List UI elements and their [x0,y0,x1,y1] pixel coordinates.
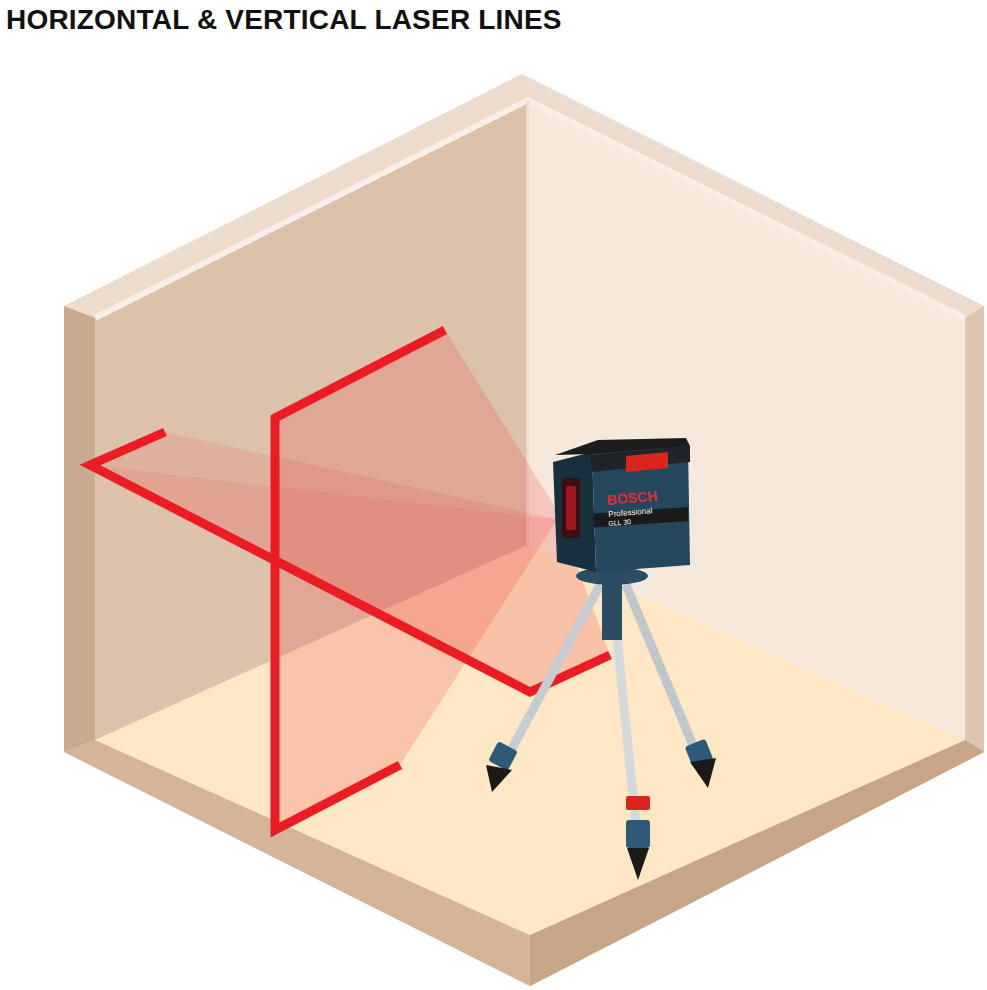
tripod-leg [503,585,600,765]
tripod-foot [486,765,512,792]
switch-label [626,452,668,472]
heading: HORIZONTAL & VERTICAL LASER LINES [6,4,562,36]
vertical-laser-line [275,330,445,830]
wall-edge [965,306,984,752]
laser-level [553,438,690,572]
wall-edge [64,306,95,752]
laser-window [566,486,576,530]
wall-rim [95,100,965,318]
device-base [594,507,688,528]
device-cap [590,446,690,472]
wall-shell [64,74,984,986]
horizontal-laser-line [90,432,610,692]
tripod [486,567,716,880]
tripod-column [602,580,622,640]
device-side [553,452,596,572]
laser-window [562,478,580,538]
tripod-leg [626,585,700,762]
tripod-foot-collar [626,820,650,848]
tripod-clip [626,796,650,810]
tripod-foot [690,758,716,788]
tripod-foot [627,848,649,880]
